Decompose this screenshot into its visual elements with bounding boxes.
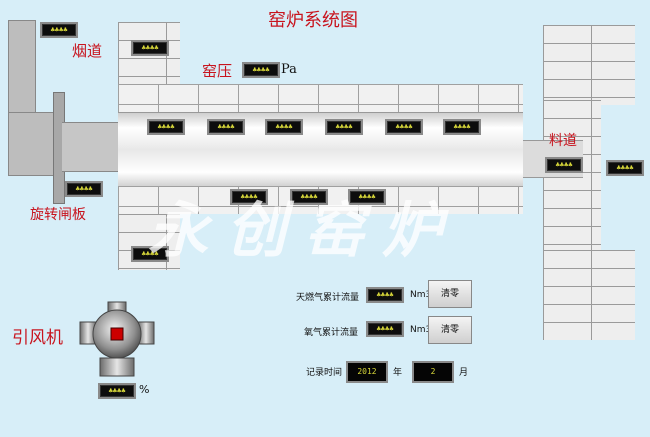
rotary-gate-label: 旋转闸板 <box>30 207 86 223</box>
kiln-pressure-label: 窑压 <box>202 62 233 80</box>
record-month-label: 月 <box>459 368 469 378</box>
kiln-meter-7: ♣♣♣♣ <box>230 189 268 205</box>
kiln-meter-2: ♣♣♣♣ <box>207 119 245 135</box>
pressure-unit: Pa <box>281 62 297 77</box>
natural-gas-label: 天燃气累计流量 <box>296 293 360 303</box>
kiln-top-wall <box>118 84 523 114</box>
oxygen-label: 氧气累计流量 <box>304 328 359 338</box>
fan-meter: ♣♣♣♣ <box>98 383 136 399</box>
flue-meter: ♣♣♣♣ <box>40 22 78 38</box>
flue-duct <box>62 122 118 172</box>
fan-icon <box>78 300 156 380</box>
upper-meter: ♣♣♣♣ <box>131 40 169 56</box>
clear-natural-gas-button[interactable]: 清零 <box>428 280 472 308</box>
channel-meter-1: ♣♣♣♣ <box>545 157 583 173</box>
natural-gas-meter: ♣♣♣♣ <box>366 287 404 303</box>
flue-label: 烟道 <box>72 42 103 60</box>
clear-oxygen-button[interactable]: 清零 <box>428 316 472 344</box>
kiln-meter-8: ♣♣♣♣ <box>290 189 328 205</box>
page-title: 窑炉系统图 <box>268 10 358 31</box>
lower-meter: ♣♣♣♣ <box>131 246 169 262</box>
kiln-meter-9: ♣♣♣♣ <box>348 189 386 205</box>
watermark: 永创窑炉 <box>148 196 460 266</box>
record-month-value: 2 <box>412 361 454 383</box>
fuel-channel-label: 料道 <box>549 133 577 149</box>
rotary-gate-meter: ♣♣♣♣ <box>65 181 103 197</box>
fan-unit: % <box>139 383 150 396</box>
channel-meter-2: ♣♣♣♣ <box>606 160 644 176</box>
kiln-meter-5: ♣♣♣♣ <box>385 119 423 135</box>
kiln-meter-3: ♣♣♣♣ <box>265 119 303 135</box>
record-time-label: 记录时间 <box>306 368 343 378</box>
oxygen-unit: Nm3 <box>410 325 432 335</box>
oxygen-meter: ♣♣♣♣ <box>366 321 404 337</box>
kiln-meter-6: ♣♣♣♣ <box>443 119 481 135</box>
right-lower-brick <box>543 250 635 340</box>
record-year-value: 2012 <box>346 361 388 383</box>
right-upper-brick <box>543 25 635 105</box>
kiln-pressure-meter: ♣♣♣♣ <box>242 62 280 78</box>
natural-gas-unit: Nm3 <box>410 290 432 300</box>
kiln-meter-4: ♣♣♣♣ <box>325 119 363 135</box>
record-year-label: 年 <box>393 368 403 378</box>
chimney <box>8 20 36 117</box>
kiln-meter-1: ♣♣♣♣ <box>147 119 185 135</box>
fan-label: 引风机 <box>12 328 63 348</box>
